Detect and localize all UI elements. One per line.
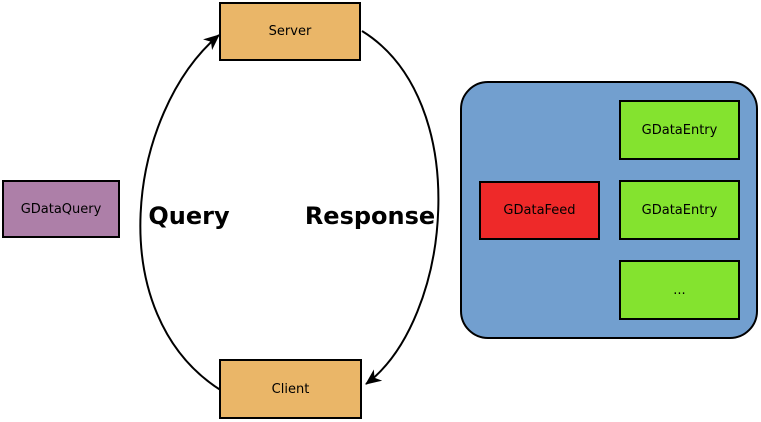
gdata-entry-2-label: GDataEntry [641,202,718,218]
server-label: Server [268,24,312,39]
node-server: Server [219,2,361,61]
node-gdata-entry-2: GDataEntry [619,180,740,240]
node-gdata-entry-1: GDataEntry [619,100,740,160]
node-gdata-feed: GDataFeed [479,181,600,240]
gdata-entry-1-label: GDataEntry [641,122,718,138]
node-gdata-entry-more: ... [619,260,740,320]
query-edge-label: Query [148,202,230,230]
response-edge-label: Response [304,202,436,230]
node-gdata-query: GDataQuery [2,180,120,238]
gdata-feed-label: GDataFeed [503,203,576,218]
gdata-entry-more-label: ... [673,282,686,298]
node-client: Client [219,359,362,419]
client-label: Client [271,381,310,397]
gdata-query-label: GDataQuery [20,201,102,217]
